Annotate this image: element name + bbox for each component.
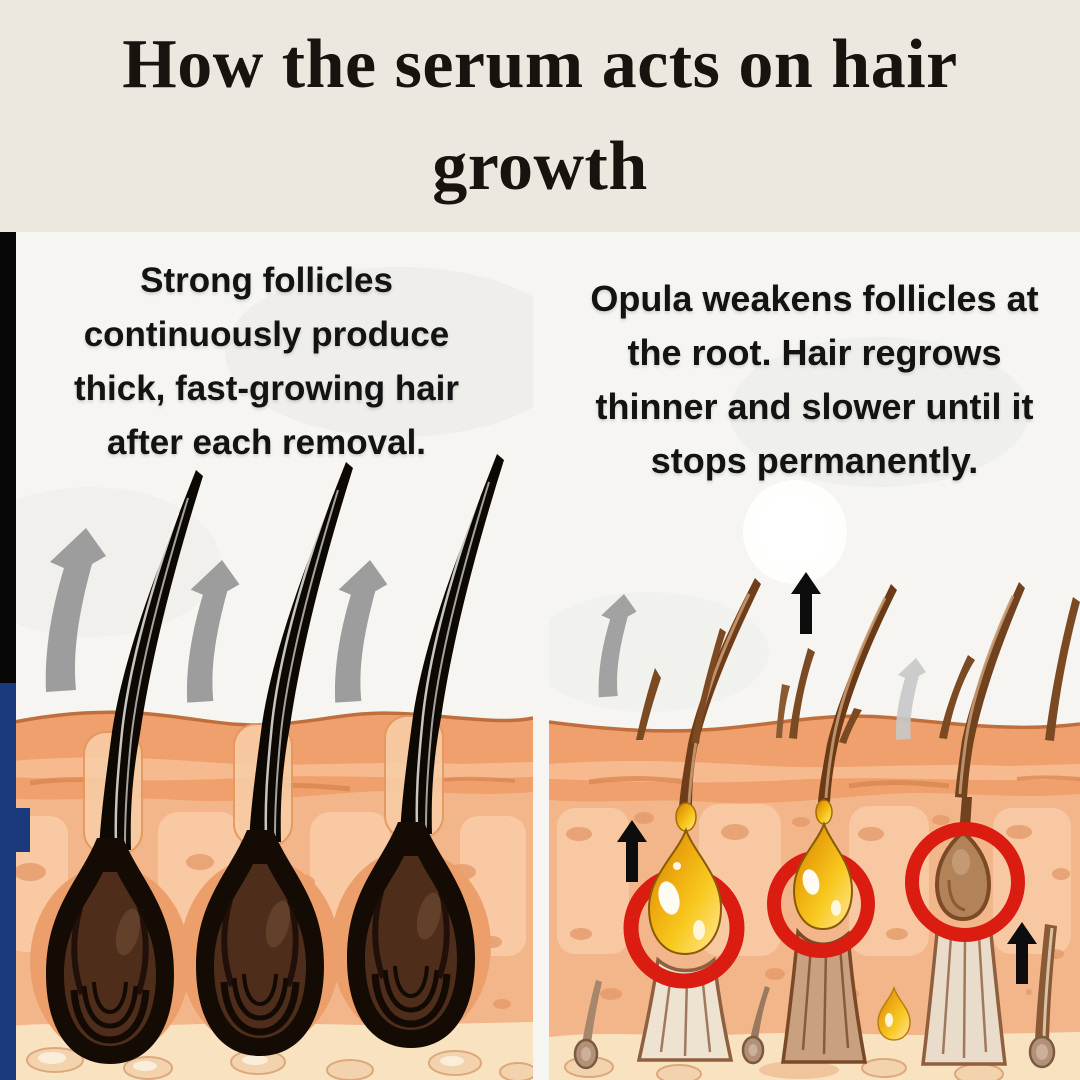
title-bar: How the serum acts on hair growth	[0, 0, 1080, 232]
left-caption-line: after each removal.	[106, 423, 427, 462]
right-caption: Opula weakens follicles at the root. Hai…	[549, 272, 1080, 488]
white-glow-core	[759, 494, 831, 566]
serum-droplets	[647, 799, 911, 1041]
background-cloud	[225, 267, 533, 437]
left-caption-line: thick, fast-growing hair	[73, 369, 460, 408]
background-cloud	[729, 337, 1029, 487]
serum-drop-icon	[675, 802, 697, 832]
divider-line	[0, 232, 30, 1080]
right-caption-line: Opula weakens follicles at	[590, 278, 1039, 319]
right-caption-line: thinner and slower until it	[595, 386, 1034, 427]
divider-square	[0, 808, 30, 852]
dermis-pebbles	[26, 1047, 533, 1080]
right-caption-line: the root. Hair regrows	[627, 332, 1002, 373]
skin-surface-outline	[549, 714, 1080, 733]
weak-follicle-bulb	[934, 797, 992, 922]
left-caption-line: continuously produce	[83, 315, 450, 354]
serum-drop-icon	[815, 799, 833, 825]
left-panel-strong-follicles: Strong follicles continuously produce th…	[0, 232, 533, 1080]
serum-drop-icon	[877, 985, 911, 1041]
page-title-line-1: How the serum acts on hair	[122, 26, 958, 103]
red-circle-highlight	[905, 822, 1025, 942]
left-caption-line: Strong follicles	[140, 261, 393, 300]
right-panel-weakened-follicles: Opula weakens follicles at the root. Hai…	[549, 232, 1080, 1080]
right-caption-line: stops permanently.	[650, 440, 979, 481]
comparison-content: Strong follicles continuously produce th…	[0, 232, 1080, 1080]
weak-follicle-roots	[636, 917, 1007, 1066]
weakened-follicle-illustration	[549, 232, 1080, 1080]
strong-follicle-illustration	[0, 232, 533, 1080]
thin-regrowth-hairs	[636, 578, 1080, 808]
dormant-mini-hairs	[573, 924, 1057, 1070]
left-caption: Strong follicles continuously produce th…	[0, 254, 533, 470]
page-title-line-2: growth	[432, 128, 648, 205]
